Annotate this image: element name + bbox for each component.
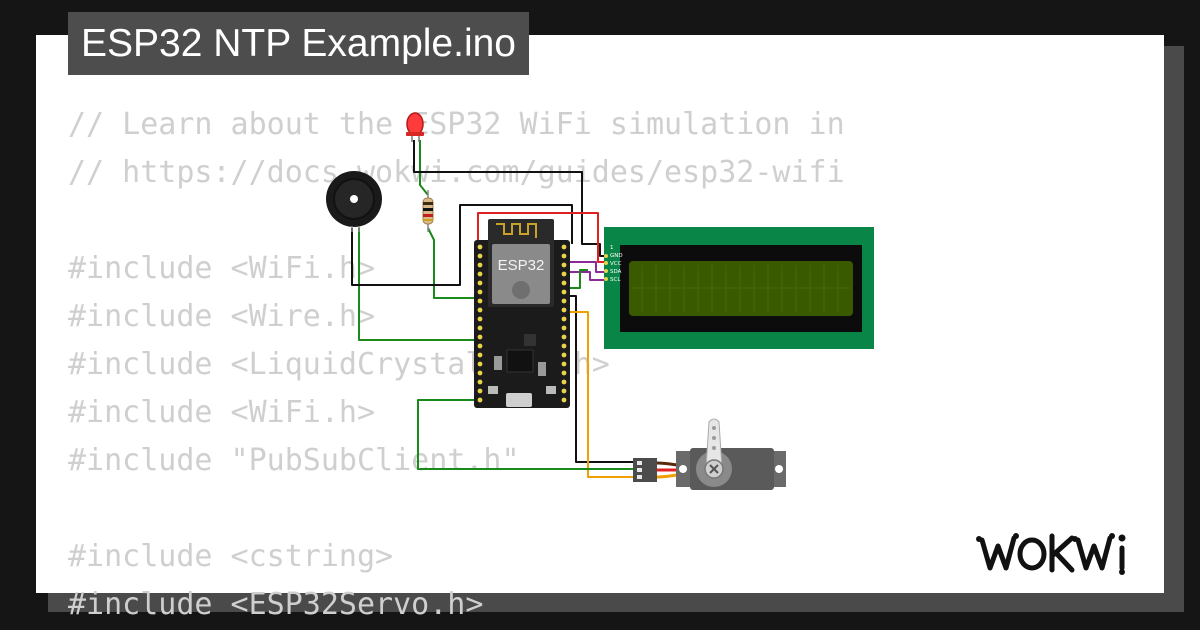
- lcd-pin-label: VCC: [610, 261, 622, 267]
- wire-green-led: [419, 140, 429, 196]
- wire-black-led: [413, 140, 606, 257]
- wires: [351, 140, 636, 478]
- code-line: #include <WiFi.h>: [68, 395, 376, 430]
- wire-red-vcc: [477, 212, 606, 263]
- code-line: // Learn about the ESP32 WiFi simulation…: [68, 107, 845, 142]
- wire-black-servo: [566, 295, 636, 463]
- resistor: [422, 190, 434, 232]
- lcd-display: 1 GND VCC SDA SCL: [604, 227, 874, 349]
- wire-purple-sda: [566, 261, 606, 273]
- wire-orange-servo: [566, 311, 636, 478]
- wire-green-resistor: [427, 227, 478, 299]
- led-red: [406, 112, 424, 142]
- code-line: #include <cstring>: [68, 539, 394, 574]
- lcd-pin-label: SCL: [610, 277, 621, 283]
- esp32-board: ESP32: [474, 219, 570, 408]
- code-line: #include "PubSubClient.h": [68, 443, 520, 478]
- wire-green-servo: [417, 399, 636, 470]
- wire-green-buzzer: [358, 228, 478, 341]
- servo-motor: [633, 418, 786, 490]
- esp32-left-pins: [477, 244, 483, 403]
- lcd-pin-labels: 1 GND VCC SDA SCL: [610, 245, 623, 283]
- code-line: #include <ESP32Servo.h>: [68, 587, 484, 622]
- buzzer: [326, 171, 382, 232]
- code-preview: // Learn about the ESP32 WiFi simulation…: [68, 101, 845, 629]
- wire-green-right: [566, 269, 588, 289]
- code-line: #include <Wire.h>: [68, 299, 376, 334]
- code-line: #include <WiFi.h>: [68, 251, 376, 286]
- lcd-pin-label: SDA: [610, 269, 622, 275]
- preview-card[interactable]: // Learn about the ESP32 WiFi simulation…: [36, 35, 1164, 622]
- wire-black-buzzer: [351, 204, 573, 286]
- wire-purple-scl: [566, 271, 606, 281]
- esp32-right-pins: [561, 244, 567, 403]
- lcd-pin-label: GND: [610, 253, 623, 259]
- lcd-pin-label: 1: [610, 245, 614, 251]
- board-label: ESP32: [498, 257, 545, 274]
- project-title: ESP32 NTP Example.ino: [68, 12, 529, 75]
- wokwi-logo: [976, 533, 1126, 575]
